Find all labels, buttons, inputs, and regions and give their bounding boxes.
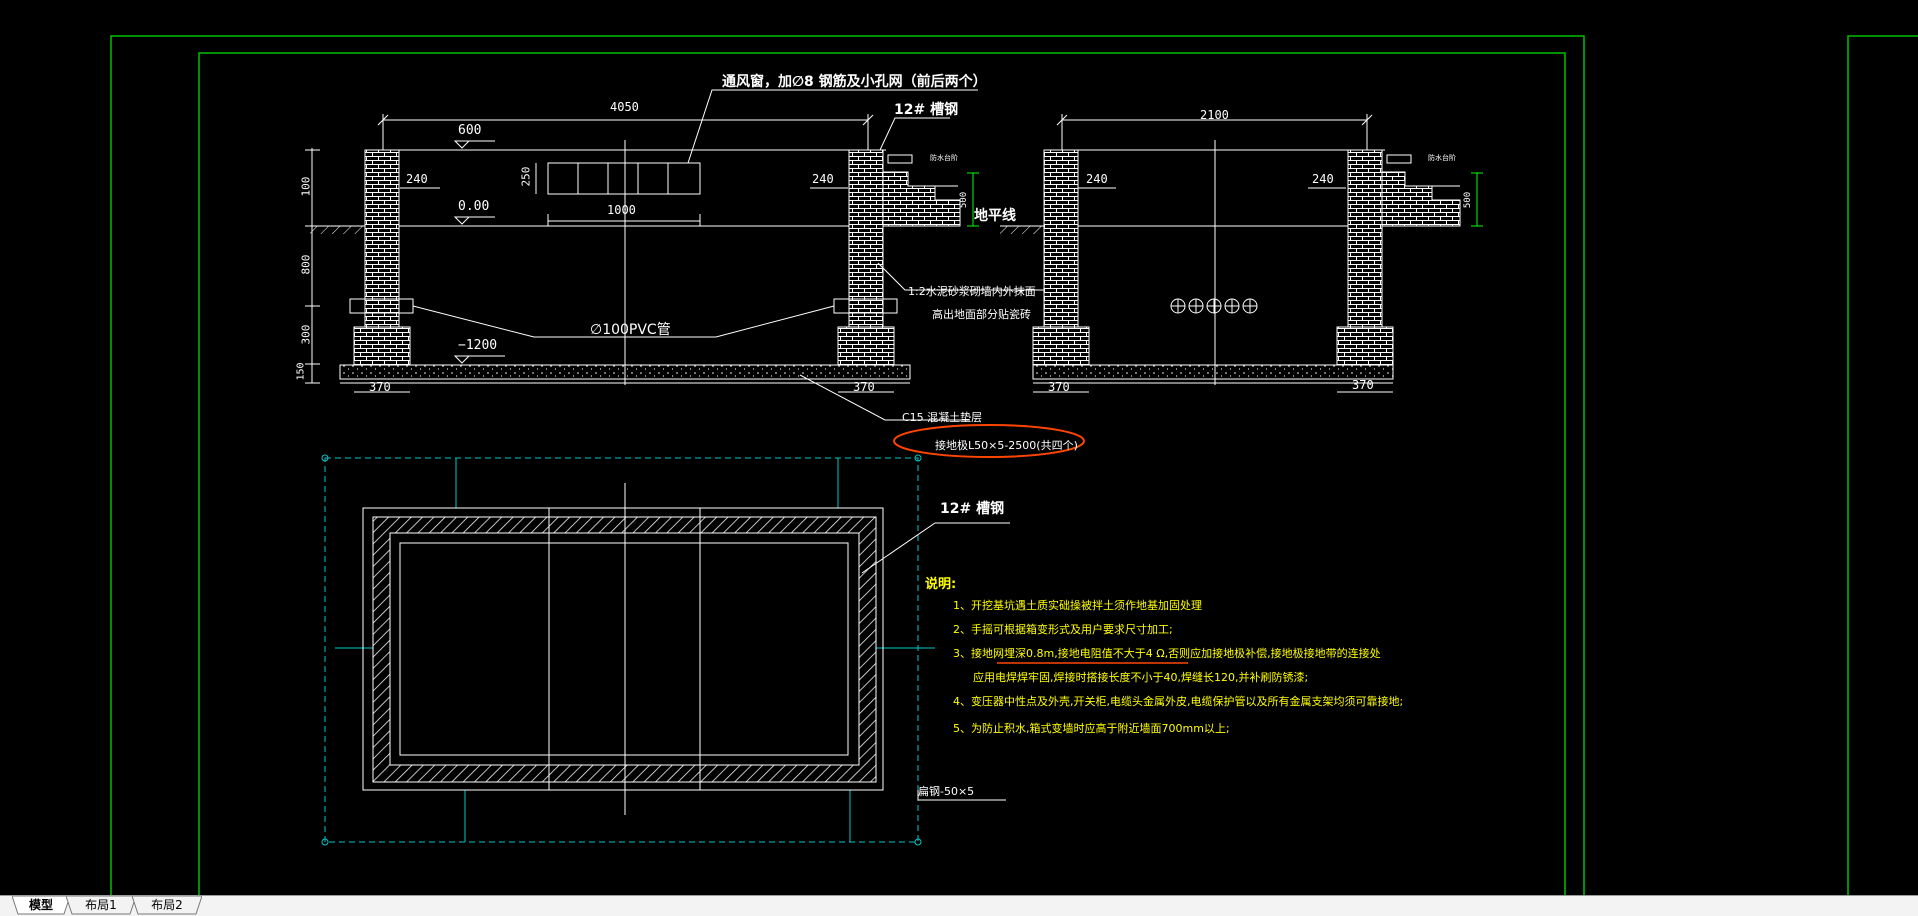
flat-steel-label: 扁钢-50×5 [918, 785, 975, 798]
base-370-d: 370 [1352, 378, 1374, 392]
notes-title: 说明: [925, 577, 957, 592]
concrete-layer-label: C15 混凝土垫层 [902, 411, 983, 424]
left-section [305, 89, 1045, 421]
base-370-a: 370 [369, 380, 391, 394]
channel-steel-label-plan: 12# 槽钢 [940, 501, 1005, 517]
tab-layout2-label: 布局2 [151, 898, 183, 912]
layout-tab-bar: 模型 布局1 布局2 [0, 895, 1918, 916]
wall-240-right-a: 240 [1086, 172, 1108, 186]
tab-model-label: 模型 [28, 898, 53, 912]
level-000: 0.00 [458, 199, 490, 214]
note-item-1: 1、开挖基坑遇土质实础操被拌土须作地基加固处理 [953, 599, 1202, 612]
height-500-b: 500 [1463, 191, 1474, 209]
plan-view [321, 454, 1010, 846]
right-section [1000, 114, 1461, 393]
mortar-note-2: 高出地面部分贴瓷砖 [932, 308, 1031, 321]
tab-layout1[interactable]: 布局1 [66, 896, 136, 915]
height-500-a: 500 [959, 191, 970, 209]
pvc-pipe-label: ∅100PVC管 [590, 322, 671, 338]
tab-layout1-label: 布局1 [85, 898, 117, 912]
base-370-c: 370 [1048, 380, 1070, 394]
tab-model[interactable]: 模型 [12, 896, 70, 915]
tab-layout2[interactable]: 布局2 [132, 896, 202, 915]
vent-note: 通风窗，加∅8 钢筋及小孔网（前后两个） [722, 74, 987, 90]
tab-layout1-shape [66, 896, 136, 915]
level-m1200: −1200 [458, 338, 498, 353]
waterproof-label-a: 防水台阶 [930, 154, 958, 162]
note-item-3: 3、接地网埋深0.8m,接地电阻值不大于4 Ω,否则应加接地极补偿,接地极接地带… [953, 647, 1381, 660]
base-370-b: 370 [853, 380, 875, 394]
dim-4050: 4050 [610, 100, 639, 114]
tab-model-shape [12, 896, 70, 915]
ground-dim-marker [967, 172, 1483, 227]
ground-angle-label: 接地极L50×5-2500(共四个) [935, 439, 1078, 452]
vent-height: 250 [519, 166, 533, 187]
ground-line-label: 地平线 [974, 208, 1016, 224]
height-150: 150 [295, 362, 307, 381]
note-item-5: 5、为防止积水,箱式变墙时应高于附近墙面700mm以上; [953, 722, 1230, 735]
tab-layout2-shape [132, 896, 202, 915]
note-item-2: 2、手摇可根据箱变形式及用户要求尺寸加工; [953, 623, 1173, 636]
height-300: 300 [299, 324, 313, 345]
wall-240-right-b: 240 [1312, 172, 1334, 186]
mortar-note-1: 1:2水泥砂浆砌墙内外抹面 [908, 285, 1036, 298]
height-800: 800 [299, 254, 313, 275]
level-600: 600 [458, 123, 482, 138]
note-item-3-cont: 应用电焊焊牢固,焊接时搭接长度不小于40,焊缝长120,并补刷防锈漆; [973, 671, 1309, 684]
height-100: 100 [299, 176, 313, 197]
wall-240-left-b: 240 [812, 172, 834, 186]
dim-2100: 2100 [1200, 108, 1229, 122]
highlight-ellipse [893, 424, 1085, 458]
wall-240-left-a: 240 [406, 172, 428, 186]
note-item-4: 4、变压器中性点及外壳,开关柜,电缆头金属外皮,电缆保护管以及所有金属支架均须可… [953, 695, 1404, 708]
channel-steel-label-top: 12# 槽钢 [894, 102, 959, 118]
vent-width: 1000 [607, 203, 636, 217]
waterproof-label-b: 防水台阶 [1428, 154, 1456, 162]
